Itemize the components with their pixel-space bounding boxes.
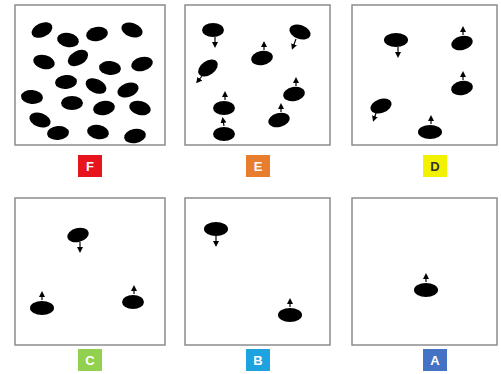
particles xyxy=(20,19,474,322)
panel-label: B xyxy=(246,349,270,371)
panel-frame xyxy=(15,198,165,345)
motion-arrows xyxy=(42,29,463,307)
panel-frame xyxy=(185,5,330,145)
panel-label: F xyxy=(78,155,102,177)
panel-frame xyxy=(352,198,497,345)
panel-label: C xyxy=(78,349,102,371)
label-letter: E xyxy=(254,159,263,174)
panel-label: A xyxy=(423,349,447,371)
panel-label: D xyxy=(423,155,447,177)
panel-frame xyxy=(15,5,165,145)
label-letter: F xyxy=(86,159,94,174)
label-letter: A xyxy=(430,353,439,368)
panel-frame xyxy=(352,5,497,145)
panel-frame xyxy=(185,198,330,345)
label-letter: B xyxy=(253,353,262,368)
label-letter: D xyxy=(430,159,439,174)
panel-label: E xyxy=(246,155,270,177)
label-letter: C xyxy=(85,353,94,368)
